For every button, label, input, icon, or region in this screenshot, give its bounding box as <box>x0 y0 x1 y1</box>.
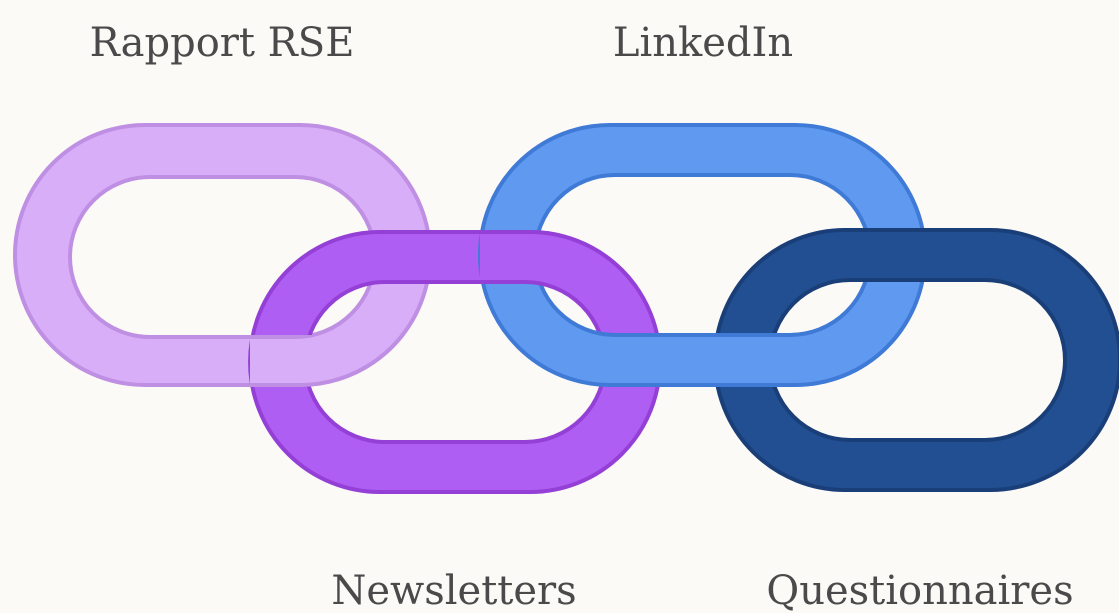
chain-labels: Rapport RSE Newsletters LinkedIn Questio… <box>90 20 1074 613</box>
chain-link-newsletters <box>248 230 662 494</box>
label-rapport-rse: Rapport RSE <box>90 20 355 66</box>
label-linkedin: LinkedIn <box>613 20 793 66</box>
label-newsletters: Newsletters <box>331 568 576 613</box>
chain-interlocks <box>250 230 904 387</box>
chain-link-questionnaires <box>713 228 1119 492</box>
interlock-newsletters-over-linkedin <box>480 230 638 286</box>
label-questionnaires: Questionnaires <box>766 568 1073 613</box>
chain-links <box>13 123 1119 494</box>
interlock-rapport-rse-over-newsletters <box>250 335 405 387</box>
interlock-linkedin-over-questionnaires <box>710 330 904 387</box>
